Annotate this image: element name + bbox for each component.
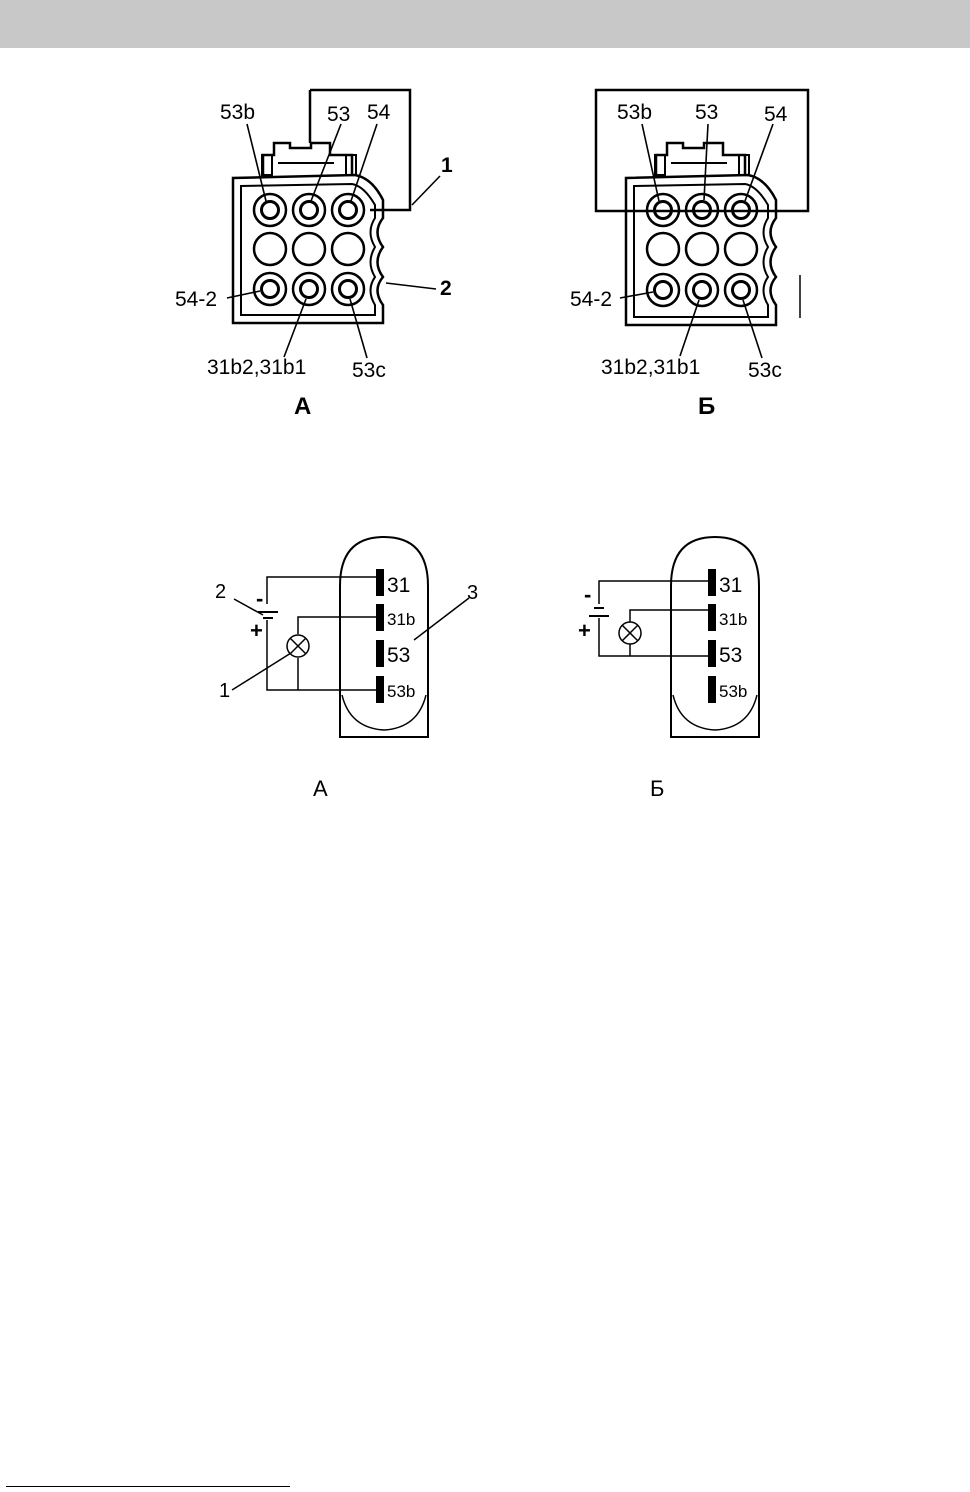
pin-53-outer [293, 194, 325, 226]
label-pin-31b: 31b2,31b1 [207, 356, 306, 379]
connector-housing [626, 175, 776, 325]
callout-3-leader [414, 598, 469, 640]
caption-connector-a: А [294, 393, 311, 420]
callout-1-leader [232, 653, 291, 690]
connector-latch [263, 143, 352, 175]
pin-31b-outer [686, 274, 718, 306]
label-pin-53b: 53b [617, 101, 652, 124]
connector-cover [310, 90, 410, 210]
connector-latch [656, 143, 745, 175]
circuit-view-b [589, 537, 759, 737]
switch-body [340, 537, 428, 737]
callout-3: 3 [467, 582, 478, 604]
label-pin-54-2: 54-2 [570, 288, 612, 311]
pin-53c-inner [340, 281, 357, 298]
pin-54-2-outer [647, 274, 679, 306]
terminal-bar-31b [708, 604, 716, 631]
callout-1: 1 [219, 680, 230, 702]
label-pin-54: 54 [367, 101, 391, 124]
pin-53-inner [301, 202, 318, 219]
labels-b: 53b 53 54 54-2 31b2,31b1 53c Б [570, 101, 788, 420]
terminal-label-31b: 31b [387, 610, 415, 629]
pin-31b-outer [293, 273, 325, 305]
terminal-bar-31 [376, 569, 384, 596]
terminal-bar-53 [376, 640, 384, 667]
wire-lamp-31b [630, 610, 708, 622]
caption-circuit-b: Б [650, 776, 664, 801]
pin-empty [647, 233, 679, 265]
pin-54-2-outer [254, 273, 286, 305]
label-pin-54: 54 [764, 103, 788, 126]
label-pin-53c: 53c [748, 359, 782, 382]
footnote-rule [6, 1486, 290, 1487]
terminal-label-53: 53 [387, 644, 410, 667]
pin-empty [254, 233, 286, 265]
pin-54-outer [332, 194, 364, 226]
polarity-plus: + [578, 618, 591, 643]
pin-empty [332, 233, 364, 265]
label-pin-53: 53 [695, 101, 718, 124]
switch-body [671, 537, 759, 737]
terminal-bar-31b [376, 604, 384, 631]
wire-plus-53 [599, 618, 708, 656]
callout-2: 2 [440, 277, 452, 300]
terminal-bar-53 [708, 640, 716, 667]
label-pin-53b: 53b [220, 101, 255, 124]
label-pin-53: 53 [327, 103, 350, 126]
pin-54-2-inner [262, 281, 279, 298]
pin-53c-outer [725, 274, 757, 306]
pin-empty [725, 233, 757, 265]
labels-a: 53b 53 54 54-2 31b2,31b1 53c 1 2 А [175, 101, 453, 420]
label-pin-53c: 53c [352, 359, 386, 382]
label-pin-54-2: 54-2 [175, 288, 217, 311]
terminal-label-31: 31 [387, 574, 410, 597]
pin-54-inner [340, 202, 357, 219]
terminal-label-31b: 31b [719, 610, 747, 629]
callout-2: 2 [215, 581, 226, 603]
caption-connector-b: Б [698, 393, 715, 420]
terminal-label-53b: 53b [387, 682, 415, 701]
connector-view-a [233, 90, 410, 323]
pin-53b-inner [262, 202, 279, 219]
pin-54-2-inner [655, 282, 672, 299]
wire-plus-53b [267, 620, 376, 690]
leaders-b [620, 124, 773, 358]
pin-53c-inner [733, 282, 750, 299]
pin-53b-outer [254, 194, 286, 226]
terminal-label-53: 53 [719, 644, 742, 667]
pin-empty [686, 233, 718, 265]
polarity-plus: + [250, 618, 263, 643]
pin-53c-outer [332, 273, 364, 305]
pin-grid-a [254, 194, 364, 305]
polarity-minus: - [256, 586, 263, 611]
terminal-bar-53b [376, 676, 384, 703]
pin-empty [293, 233, 325, 265]
circuit-labels-a: 31 31b 53 53b - + 2 1 3 А [215, 574, 478, 801]
callout-1: 1 [441, 154, 453, 177]
circuit-view-a [232, 537, 469, 737]
label-pin-31b: 31b2,31b1 [601, 356, 700, 379]
wire-lamp-31b [298, 617, 376, 634]
terminal-label-31: 31 [719, 574, 742, 597]
caption-circuit-a: А [313, 776, 328, 801]
terminal-bar-53b [708, 676, 716, 703]
pin-31b-inner [694, 282, 711, 299]
polarity-minus: - [584, 582, 591, 607]
terminal-label-53b: 53b [719, 682, 747, 701]
pin-31b-inner [301, 281, 318, 298]
wire-minus-31 [267, 577, 376, 604]
wire-minus-31 [599, 581, 708, 604]
terminal-bar-31 [708, 569, 716, 596]
